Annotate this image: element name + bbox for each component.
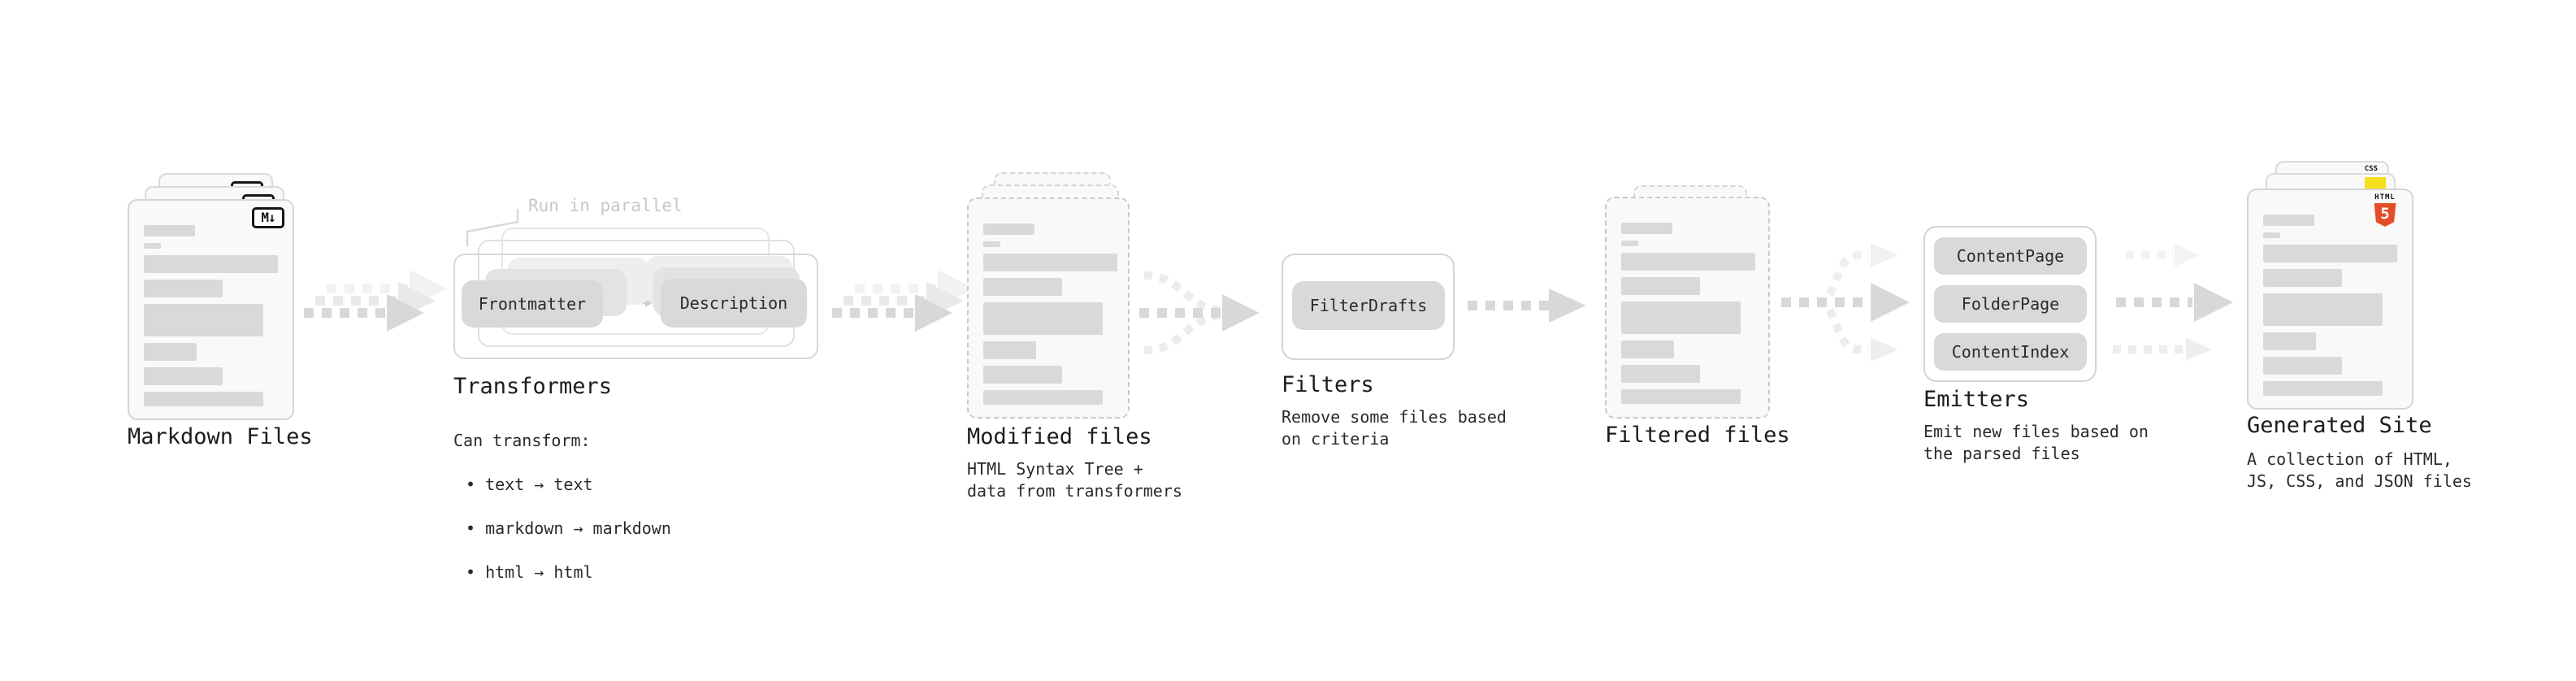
doc-text-bar <box>1621 389 1741 404</box>
doc-text-bar <box>1621 340 1674 358</box>
doc-text-bar <box>983 278 1062 296</box>
doc-text-bar <box>144 280 223 297</box>
doc-text-bar <box>144 243 161 249</box>
doc-text-bar <box>983 366 1062 384</box>
generated-site-subtitle: A collection of HTML, JS, CSS, and JSON … <box>2247 449 2472 491</box>
description-pill: Description <box>661 279 807 327</box>
doc-text-bar <box>2263 269 2342 287</box>
js-badge <box>2365 177 2386 191</box>
doc-text-bar <box>983 302 1103 335</box>
doc-text-bar <box>2263 293 2383 326</box>
emitters-subtitle: Emit new files based on the parsed files <box>1923 422 2149 463</box>
run-in-parallel-note: Run in parallel <box>528 196 683 215</box>
generated-site-title: Generated Site <box>2247 413 2432 438</box>
doc-text-bar <box>2263 332 2316 350</box>
markdown-icon: M↓ <box>252 207 284 228</box>
doc-text-bars <box>1621 223 1755 404</box>
doc-text-bar <box>2263 215 2314 226</box>
flow-arrow-transformers-to-modified <box>832 270 975 332</box>
doc-text-bar <box>983 254 1117 271</box>
doc-text-bar <box>144 392 263 406</box>
doc-text-bar <box>983 223 1034 235</box>
doc-text-bar <box>1621 277 1700 295</box>
flow-arrow-filtered-to-emitters <box>1781 243 1910 362</box>
html5-icon: HTML 5 <box>2368 193 2402 227</box>
doc-text-bar <box>144 367 223 385</box>
doc-text-bar <box>983 241 1000 247</box>
flow-arrow-markdown-to-transformers <box>304 270 447 332</box>
doc-text-bars <box>2263 215 2397 396</box>
doc-text-bars <box>144 225 278 406</box>
flow-arrow-filters-to-filtered <box>1468 288 1586 323</box>
doc-text-bar <box>1621 365 1700 383</box>
doc-text-bar <box>983 341 1036 359</box>
doc-text-bar <box>2263 381 2383 396</box>
transformer-run-box-front <box>453 254 818 359</box>
emitters-title: Emitters <box>1923 387 2030 412</box>
filters-title: Filters <box>1281 372 1374 397</box>
html5-numeral: 5 <box>2380 205 2390 223</box>
filterdrafts-pill: FilterDrafts <box>1292 281 1445 330</box>
contentpage-pill: ContentPage <box>1934 237 2087 275</box>
modified-doc-front <box>967 197 1130 419</box>
doc-text-bar <box>144 225 195 236</box>
doc-text-bar <box>144 255 278 273</box>
markdown-doc-front: M↓ <box>128 199 294 420</box>
doc-text-bar <box>1621 241 1638 246</box>
markdown-files-label: Markdown Files <box>128 424 313 449</box>
flow-arrow-emitters-to-site <box>2113 244 2233 361</box>
doc-text-bar <box>2263 245 2397 262</box>
doc-text-bar <box>144 343 197 361</box>
doc-text-bar <box>1621 301 1741 334</box>
modified-files-subtitle: HTML Syntax Tree + data from transformer… <box>967 459 1182 501</box>
filtered-files-label: Filtered files <box>1605 423 1790 448</box>
can-transform-heading: Can transform: <box>453 431 591 450</box>
transform-bullet: • markdown → markdown <box>466 518 671 538</box>
folderpage-pill: FolderPage <box>1934 285 2087 323</box>
filtered-doc-front <box>1605 197 1770 419</box>
filters-subtitle: Remove some files based on criteria <box>1281 407 1507 449</box>
transformers-title: Transformers <box>453 374 613 399</box>
contentindex-pill: ContentIndex <box>1934 333 2087 371</box>
doc-text-bar <box>1621 223 1672 234</box>
frontmatter-pill: Frontmatter <box>462 280 603 327</box>
doc-text-bar <box>144 304 263 336</box>
transformers-description: Can transform: • text → text • markdown … <box>453 408 671 605</box>
doc-text-bars <box>983 223 1117 405</box>
html5-label: HTML <box>2374 193 2396 202</box>
run-in-parallel-callout-line <box>466 209 519 246</box>
html5-shield: 5 <box>2374 203 2396 227</box>
site-doc-html: HTML 5 <box>2247 189 2413 410</box>
doc-text-bar <box>983 390 1103 405</box>
doc-text-bar <box>2263 357 2342 375</box>
transform-bullet: • html → html <box>466 562 593 582</box>
doc-text-bar <box>1621 253 1755 271</box>
doc-text-bar <box>2263 232 2280 238</box>
transform-bullet: • text → text <box>466 475 593 494</box>
modified-files-title: Modified files <box>967 424 1152 449</box>
flow-arrow-modified-to-filters <box>1139 271 1260 354</box>
